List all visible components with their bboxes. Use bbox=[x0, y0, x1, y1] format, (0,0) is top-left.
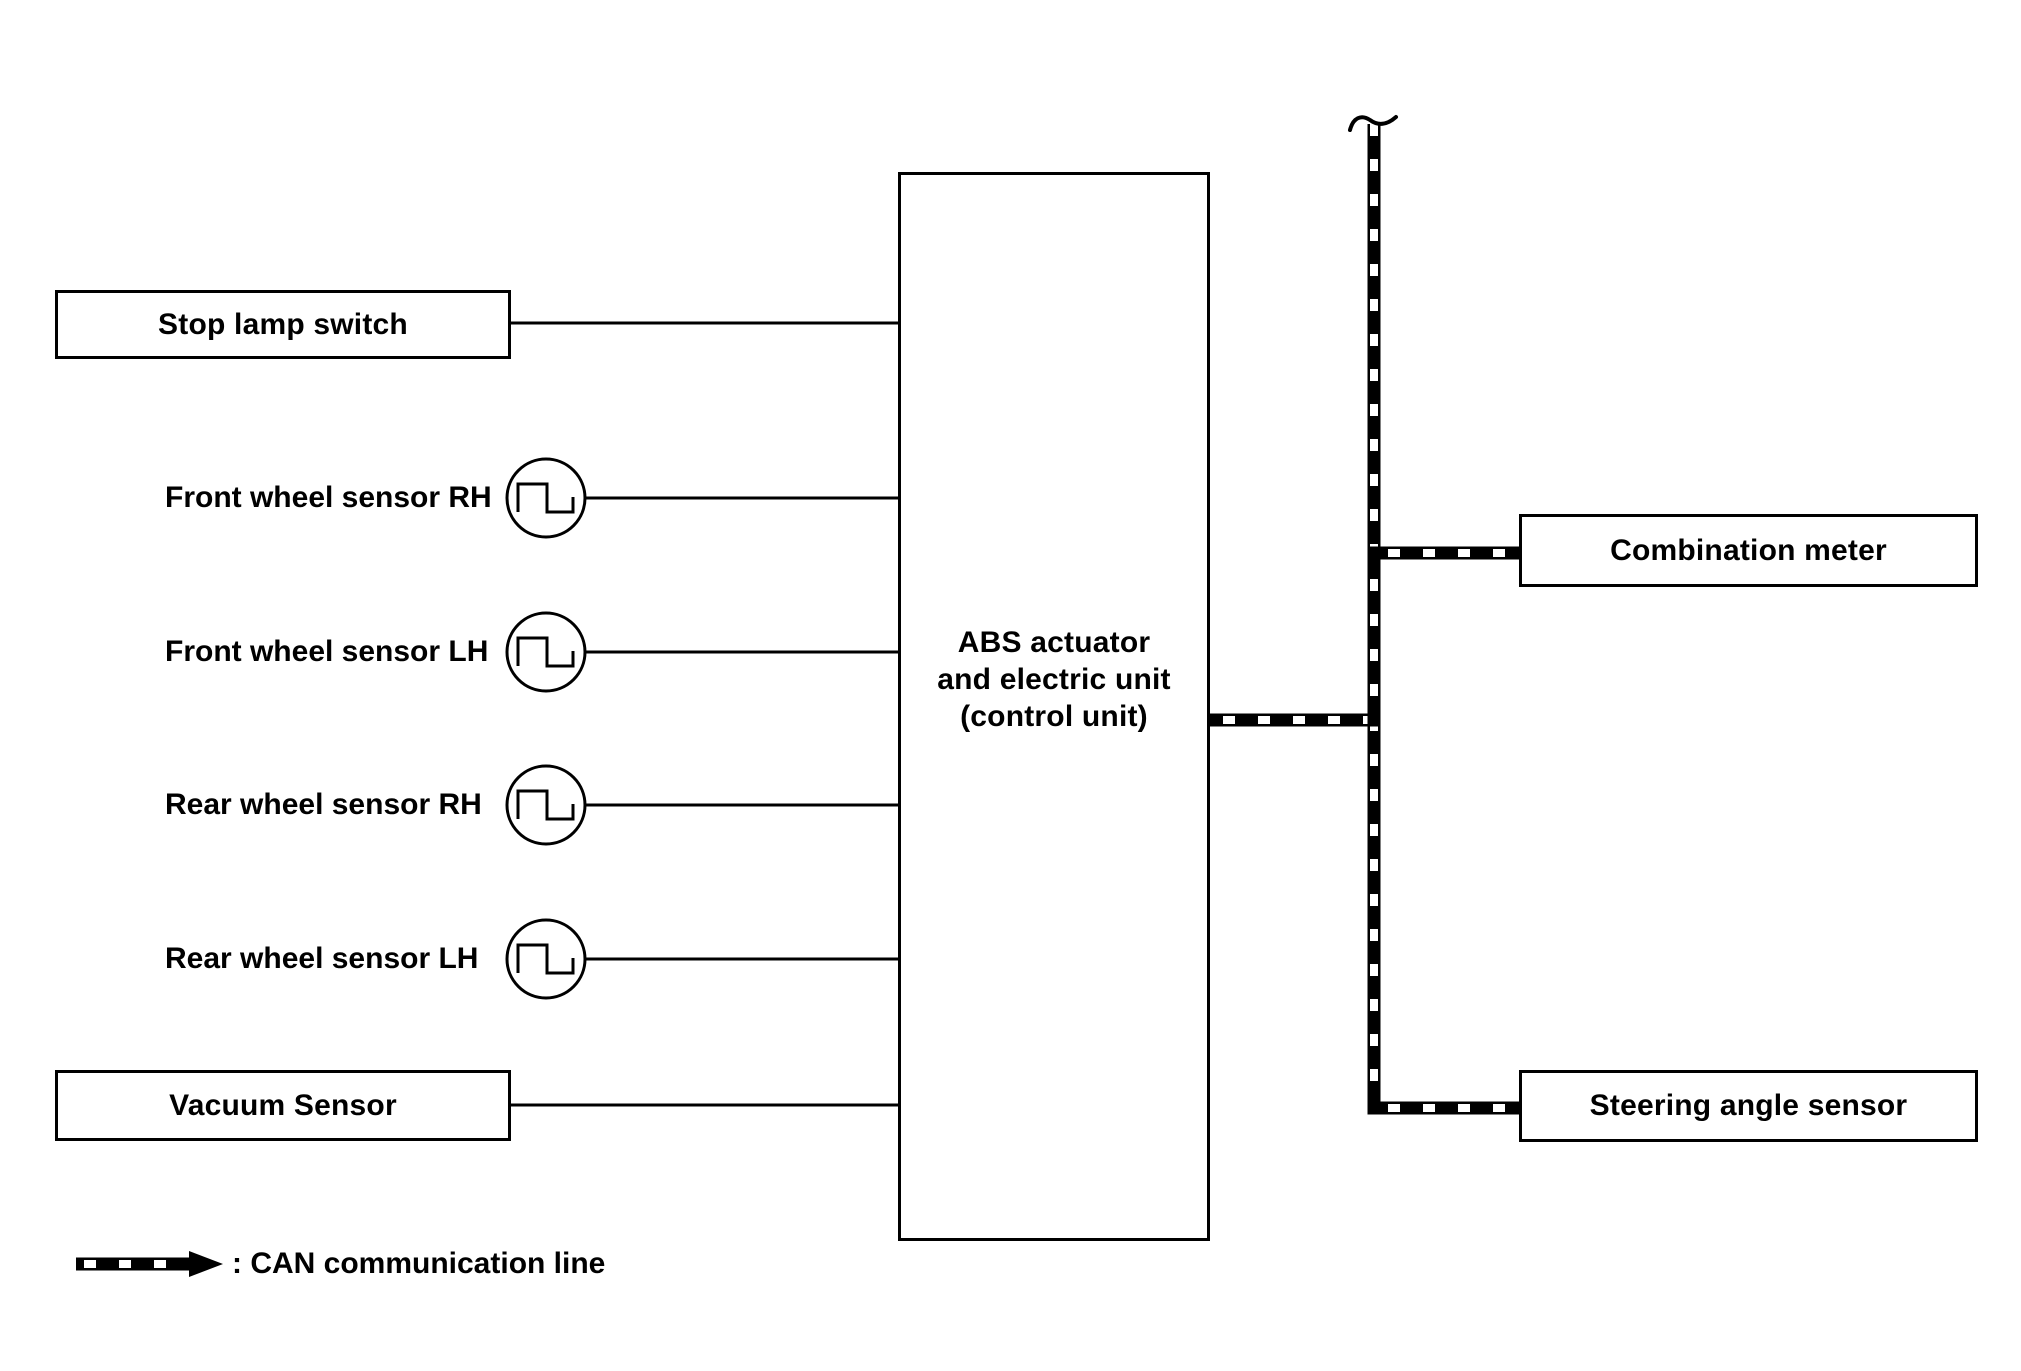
plain-connector-lines bbox=[510, 321, 899, 1107]
can-legend-arrow-icon bbox=[76, 1251, 223, 1277]
line-break-squiggle-icon bbox=[1348, 115, 1398, 132]
combination-meter-box: Combination meter bbox=[1519, 514, 1978, 587]
abs-unit-label-line1: ABS actuator bbox=[957, 626, 1151, 659]
square-wave-icon bbox=[516, 789, 575, 821]
rear-wheel-sensor-rh-label: Rear wheel sensor RH bbox=[165, 788, 482, 821]
front-wheel-sensor-rh-label: Front wheel sensor RH bbox=[165, 481, 492, 514]
pulse-circle-icon bbox=[505, 764, 587, 846]
rear-wheel-sensor-lh-label: Rear wheel sensor LH bbox=[165, 942, 479, 975]
pulse-circle-icon bbox=[505, 918, 587, 1000]
vacuum-sensor-label: Vacuum Sensor bbox=[169, 1088, 397, 1122]
steering-angle-sensor-box: Steering angle sensor bbox=[1519, 1070, 1978, 1142]
can-legend-label: : CAN communication line bbox=[232, 1247, 606, 1280]
combination-meter-label: Combination meter bbox=[1610, 533, 1887, 567]
abs-unit-label-line2: and electric unit bbox=[937, 663, 1171, 696]
square-wave-icon bbox=[516, 636, 575, 668]
pulse-circle-icon bbox=[505, 611, 587, 693]
can-corner-steering bbox=[1367, 1101, 1381, 1115]
can-lines-dashes bbox=[1209, 124, 1519, 1114]
square-wave-icon bbox=[516, 482, 575, 514]
vacuum-sensor-box: Vacuum Sensor bbox=[55, 1070, 511, 1141]
can-junction-main bbox=[1367, 713, 1381, 727]
front-wheel-sensor-lh-label: Front wheel sensor LH bbox=[165, 635, 489, 668]
can-lines-base bbox=[1209, 124, 1519, 1115]
pulse-circle-icon bbox=[505, 457, 587, 539]
can-junction-patches bbox=[1367, 546, 1381, 1115]
abs-actuator-unit-label: ABS actuator and electric unit (control … bbox=[901, 624, 1207, 735]
legend-arrowhead bbox=[189, 1251, 223, 1277]
square-wave-icon bbox=[516, 943, 575, 975]
can-junction-meter bbox=[1367, 546, 1381, 560]
abs-actuator-unit-box: ABS actuator and electric unit (control … bbox=[898, 172, 1210, 1241]
pulse-signal-icons bbox=[505, 457, 587, 1000]
stop-lamp-switch-label: Stop lamp switch bbox=[158, 307, 408, 341]
stop-lamp-switch-box: Stop lamp switch bbox=[55, 290, 511, 359]
steering-angle-sensor-label: Steering angle sensor bbox=[1589, 1089, 1908, 1122]
abs-unit-label-line3: (control unit) bbox=[960, 700, 1148, 733]
